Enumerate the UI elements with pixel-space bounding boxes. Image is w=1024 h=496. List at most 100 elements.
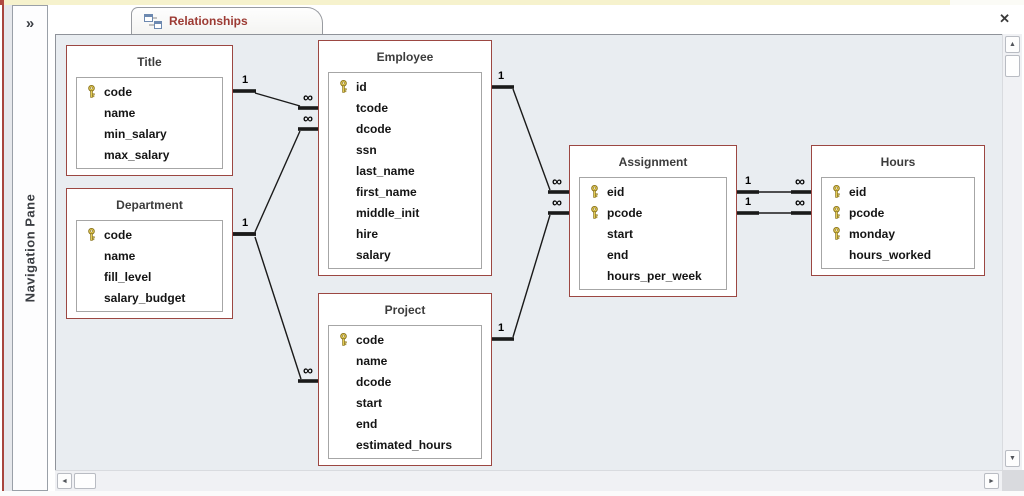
field-row-id[interactable]: id bbox=[335, 76, 475, 97]
field-name: start bbox=[607, 226, 634, 241]
field-name: estimated_hours bbox=[356, 437, 453, 452]
field-row-middle_init[interactable]: middle_init bbox=[335, 202, 475, 223]
field-row-name[interactable]: name bbox=[83, 245, 216, 266]
field-row-last_name[interactable]: last_name bbox=[335, 160, 475, 181]
field-row-code[interactable]: code bbox=[83, 224, 216, 245]
field-name: pcode bbox=[607, 205, 643, 220]
tab-relationships[interactable]: Relationships bbox=[131, 7, 323, 34]
table-hours[interactable]: Hours eid pcode monday hours_worked bbox=[811, 145, 985, 276]
table-title[interactable]: Hours bbox=[880, 155, 916, 169]
field-name: end bbox=[356, 416, 378, 431]
table-title[interactable]: Assignment bbox=[618, 155, 688, 169]
window-border-top-left bbox=[0, 0, 4, 5]
field-row-min_salary[interactable]: min_salary bbox=[83, 123, 216, 144]
field-row-end[interactable]: end bbox=[335, 413, 475, 434]
field-row-monday[interactable]: monday bbox=[828, 223, 968, 244]
field-row-estimated_hours[interactable]: estimated_hours bbox=[335, 434, 475, 455]
navigation-pane-collapsed[interactable]: » Navigation Pane bbox=[12, 5, 48, 491]
primary-key-icon bbox=[338, 79, 349, 93]
vertical-scrollbar-thumb[interactable] bbox=[1005, 55, 1020, 77]
scroll-up-icon[interactable]: ▲ bbox=[1005, 36, 1020, 53]
table-title[interactable]: Employee bbox=[376, 50, 434, 64]
field-row-pcode[interactable]: pcode bbox=[586, 202, 720, 223]
field-name: hire bbox=[356, 226, 379, 241]
field-spacer bbox=[338, 185, 349, 198]
field-name: dcode bbox=[356, 121, 392, 136]
field-row-name[interactable]: name bbox=[83, 102, 216, 123]
field-spacer bbox=[338, 101, 349, 114]
field-spacer bbox=[338, 164, 349, 177]
field-name: start bbox=[356, 395, 383, 410]
field-row-start[interactable]: start bbox=[335, 392, 475, 413]
table-title[interactable]: Title bbox=[137, 55, 162, 69]
document-tab-bar: Relationships ✕ bbox=[55, 5, 1024, 34]
primary-key-icon bbox=[338, 332, 349, 346]
table-title[interactable]: Project bbox=[384, 303, 426, 317]
field-spacer bbox=[338, 206, 349, 219]
field-spacer bbox=[831, 248, 842, 261]
scroll-right-icon[interactable]: ► bbox=[984, 473, 999, 489]
field-row-salary_budget[interactable]: salary_budget bbox=[83, 287, 216, 308]
field-spacer bbox=[338, 417, 349, 430]
vertical-scrollbar[interactable]: ▲ ▼ bbox=[1002, 34, 1022, 470]
field-row-eid[interactable]: eid bbox=[586, 181, 720, 202]
field-row-end[interactable]: end bbox=[586, 244, 720, 265]
close-icon[interactable]: ✕ bbox=[999, 11, 1010, 26]
scrollbar-corner bbox=[1002, 470, 1024, 491]
field-name: salary_budget bbox=[104, 290, 186, 305]
field-spacer bbox=[338, 375, 349, 388]
field-spacer bbox=[338, 438, 349, 451]
field-row-hours_worked[interactable]: hours_worked bbox=[828, 244, 968, 265]
field-row-pcode[interactable]: pcode bbox=[828, 202, 968, 223]
field-row-eid[interactable]: eid bbox=[828, 181, 968, 202]
field-name: last_name bbox=[356, 163, 415, 178]
field-row-tcode[interactable]: tcode bbox=[335, 97, 475, 118]
field-spacer bbox=[86, 106, 97, 119]
field-row-salary[interactable]: salary bbox=[335, 244, 475, 265]
field-spacer bbox=[589, 248, 600, 261]
field-row-hire[interactable]: hire bbox=[335, 223, 475, 244]
field-spacer bbox=[338, 143, 349, 156]
field-row-dcode[interactable]: dcode bbox=[335, 371, 475, 392]
field-spacer bbox=[338, 396, 349, 409]
field-row-code[interactable]: code bbox=[83, 81, 216, 102]
field-row-first_name[interactable]: first_name bbox=[335, 181, 475, 202]
field-spacer bbox=[589, 227, 600, 240]
left-gutter bbox=[4, 5, 12, 496]
field-row-name[interactable]: name bbox=[335, 350, 475, 371]
primary-key-icon bbox=[86, 84, 97, 98]
scroll-left-icon[interactable]: ◄ bbox=[57, 473, 72, 489]
field-name: max_salary bbox=[104, 147, 170, 162]
primary-key-icon bbox=[831, 205, 842, 219]
table-assignment[interactable]: Assignment eid pcode start end hours_per_week bbox=[569, 145, 737, 297]
horizontal-scrollbar[interactable]: ◄ ► bbox=[55, 470, 1002, 491]
field-row-dcode[interactable]: dcode bbox=[335, 118, 475, 139]
field-name: monday bbox=[849, 226, 896, 241]
table-title[interactable]: Department bbox=[116, 198, 183, 212]
field-row-max_salary[interactable]: max_salary bbox=[83, 144, 216, 165]
field-row-code[interactable]: code bbox=[335, 329, 475, 350]
nav-pane-expand-icon[interactable]: » bbox=[25, 15, 35, 32]
horizontal-scrollbar-thumb[interactable] bbox=[74, 473, 96, 489]
field-name: fill_level bbox=[104, 269, 152, 284]
field-row-fill_level[interactable]: fill_level bbox=[83, 266, 216, 287]
table-employee[interactable]: Employee id tcode dcode ssn last_name first_na… bbox=[318, 40, 492, 276]
scroll-down-icon[interactable]: ▼ bbox=[1005, 450, 1020, 467]
field-name: end bbox=[607, 247, 629, 262]
primary-key-icon bbox=[589, 205, 600, 219]
field-spacer bbox=[589, 269, 600, 282]
nav-pane-title[interactable]: Navigation Pane bbox=[22, 193, 38, 303]
field-row-ssn[interactable]: ssn bbox=[335, 139, 475, 160]
field-name: min_salary bbox=[104, 126, 167, 141]
field-name: first_name bbox=[356, 184, 417, 199]
field-name: tcode bbox=[356, 100, 389, 115]
field-row-start[interactable]: start bbox=[586, 223, 720, 244]
field-row-hours_per_week[interactable]: hours_per_week bbox=[586, 265, 720, 286]
field-name: pcode bbox=[849, 205, 885, 220]
